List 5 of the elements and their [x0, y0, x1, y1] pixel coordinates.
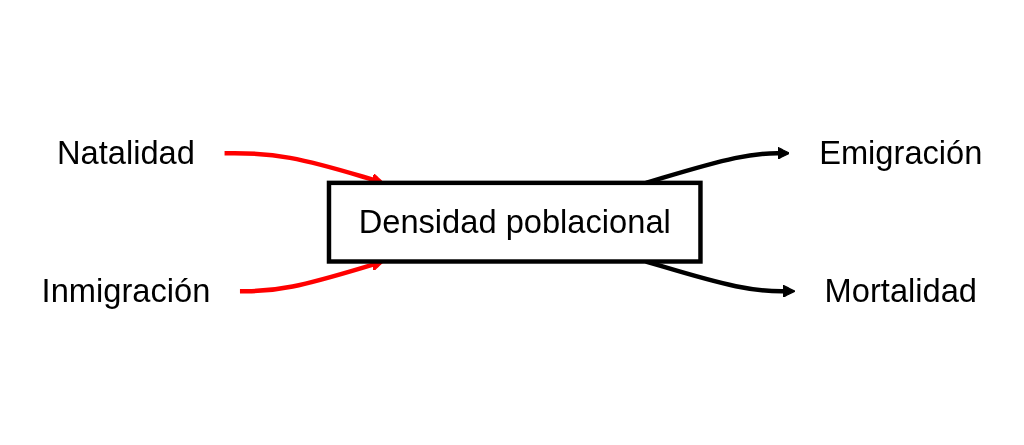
node-text: Mortalidad [824, 272, 977, 311]
node-text: Emigración [819, 134, 983, 173]
node-text: Natalidad [56, 134, 195, 173]
node-box: Densidad poblacional [326, 180, 703, 265]
node-text: Inmigración [41, 272, 211, 311]
